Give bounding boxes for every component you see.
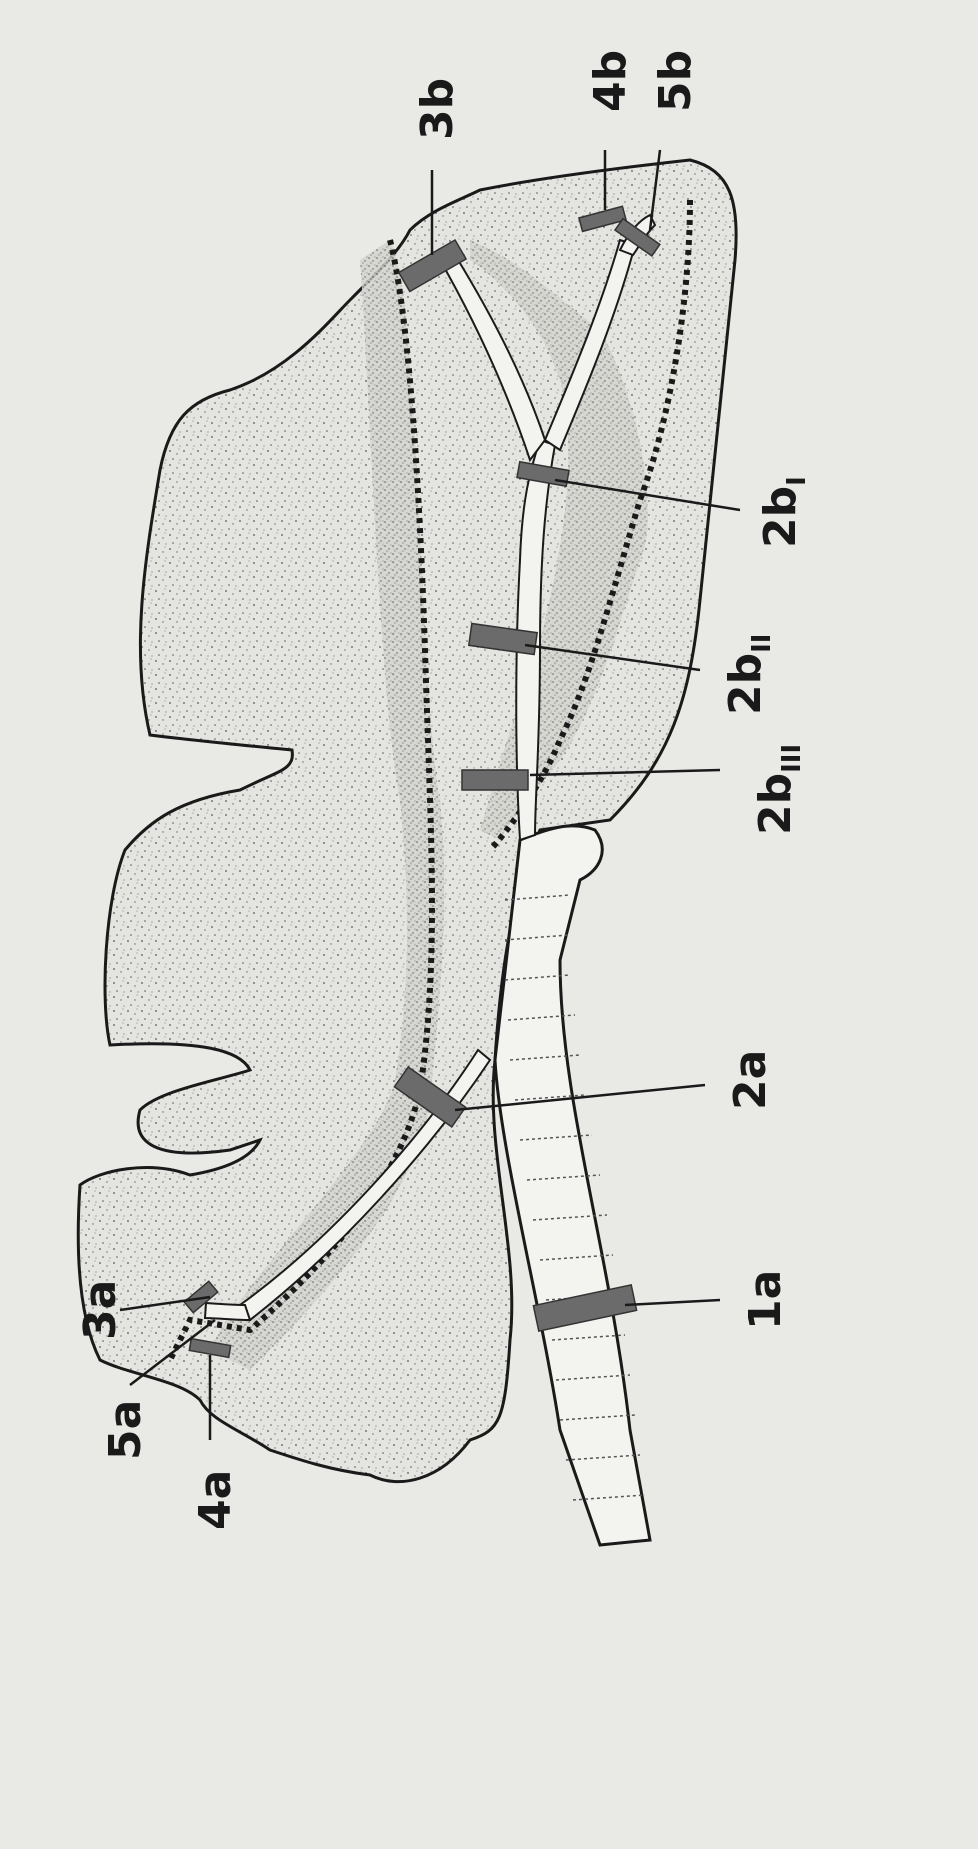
label-4b: 4b [585, 50, 636, 112]
marker-2b3 [462, 770, 528, 790]
label-5b: 5b [650, 50, 701, 112]
label-3a: 3a [75, 1280, 126, 1340]
label-2b-II-sub: II [747, 634, 777, 653]
label-2b-II: 2bII [720, 634, 777, 715]
label-4a: 4a [190, 1470, 241, 1530]
label-1a: 1a [740, 1270, 791, 1330]
label-5a: 5a [100, 1400, 151, 1460]
label-2b-I-sub: I [782, 476, 812, 486]
label-2b-I: 2bI [755, 476, 812, 548]
label-2b-III-base: 2b [750, 773, 801, 835]
label-2b-III: 2bIII [750, 744, 807, 835]
label-3b: 3b [412, 78, 463, 140]
label-2a: 2a [725, 1050, 776, 1110]
label-2b-III-sub: III [777, 744, 807, 773]
label-2b-I-base: 2b [755, 486, 806, 548]
label-2b-II-base: 2b [720, 653, 771, 715]
bronchus-tube [495, 826, 650, 1545]
